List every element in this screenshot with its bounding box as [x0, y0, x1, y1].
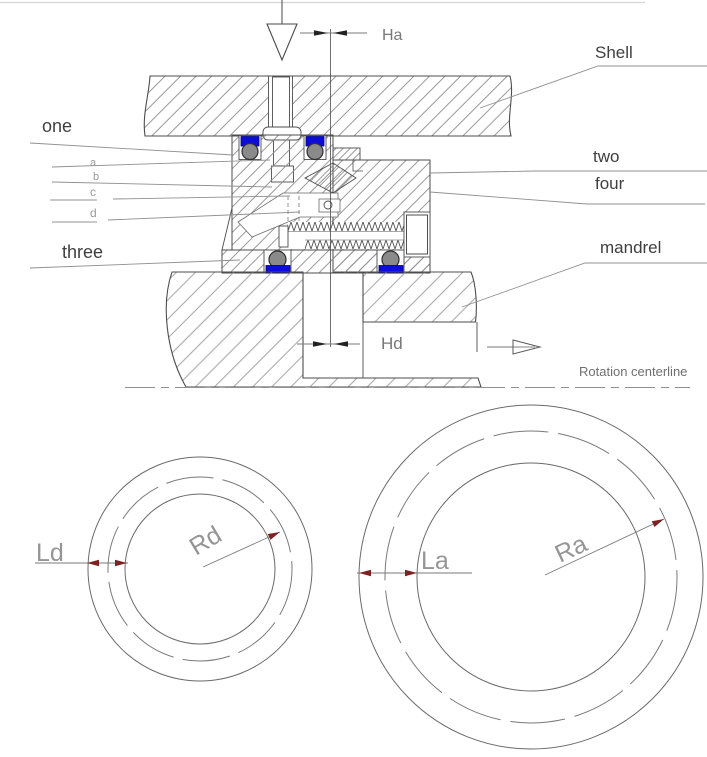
seal-bottom-right [376, 249, 405, 274]
callout-four: four [595, 174, 625, 193]
seal-top-right [303, 135, 327, 161]
screw-head [406, 214, 428, 255]
callout-c: c [90, 185, 96, 199]
leader-three [29, 259, 241, 269]
callout-b: b [93, 171, 99, 183]
radius-arrow-icon [651, 519, 664, 528]
dim-arrow-left-icon [334, 341, 348, 347]
leader-lines [29, 65, 707, 308]
dim-arrow-right-icon [314, 30, 328, 36]
rotation-direction-arrow-icon [487, 339, 542, 355]
dim-arrow-left-icon [333, 30, 347, 36]
shell-block [143, 75, 513, 137]
callout-three: three [62, 242, 103, 262]
dim-arrow-right-icon [313, 341, 327, 347]
dimension-hd: Hd [297, 334, 403, 353]
dimension-ha: Ha [300, 27, 403, 44]
leader-two [429, 170, 707, 174]
mandrel-block [165, 271, 482, 388]
leader-shell [479, 65, 707, 109]
dim-arrow-left-icon [87, 559, 99, 567]
callout-a: a [90, 157, 97, 169]
callout-mandrel: mandrel [600, 238, 661, 257]
ring-view-small: Ld Rd [35, 456, 313, 682]
adjusting-screw [278, 211, 431, 258]
leader-c [50, 195, 291, 201]
leader-mandrel [461, 262, 707, 308]
radius-label-ra: Ra [551, 530, 592, 569]
leader-d [52, 211, 301, 223]
radius-label-rd: Rd [185, 521, 227, 561]
radius-arrow-icon [267, 532, 280, 540]
press-force-arrow-icon [266, 23, 298, 62]
rotation-centerline-label: Rotation centerline [579, 364, 687, 379]
ring-view-large: La Ra [357, 404, 704, 750]
leader-b [51, 181, 273, 188]
seal-top-left [238, 135, 262, 161]
callout-shell: Shell [595, 43, 633, 62]
dim-arrow-left-icon [359, 569, 371, 577]
leader-one [29, 142, 234, 156]
leader-a [51, 159, 271, 168]
seal-assemblies [238, 135, 405, 274]
dim-label-hd: Hd [381, 334, 403, 353]
seal-bottom-left [263, 249, 292, 274]
callout-two: two [593, 147, 619, 166]
dim-arrow-right-icon [405, 569, 417, 577]
callout-one: one [42, 116, 72, 136]
dim-arrow-right-icon [115, 559, 127, 567]
leader-four [429, 191, 705, 205]
ring-width-label-la: La [421, 547, 449, 575]
ring-width-label-ld: Ld [36, 539, 64, 567]
callout-d: d [90, 206, 97, 220]
dim-label-ha: Ha [382, 27, 403, 44]
